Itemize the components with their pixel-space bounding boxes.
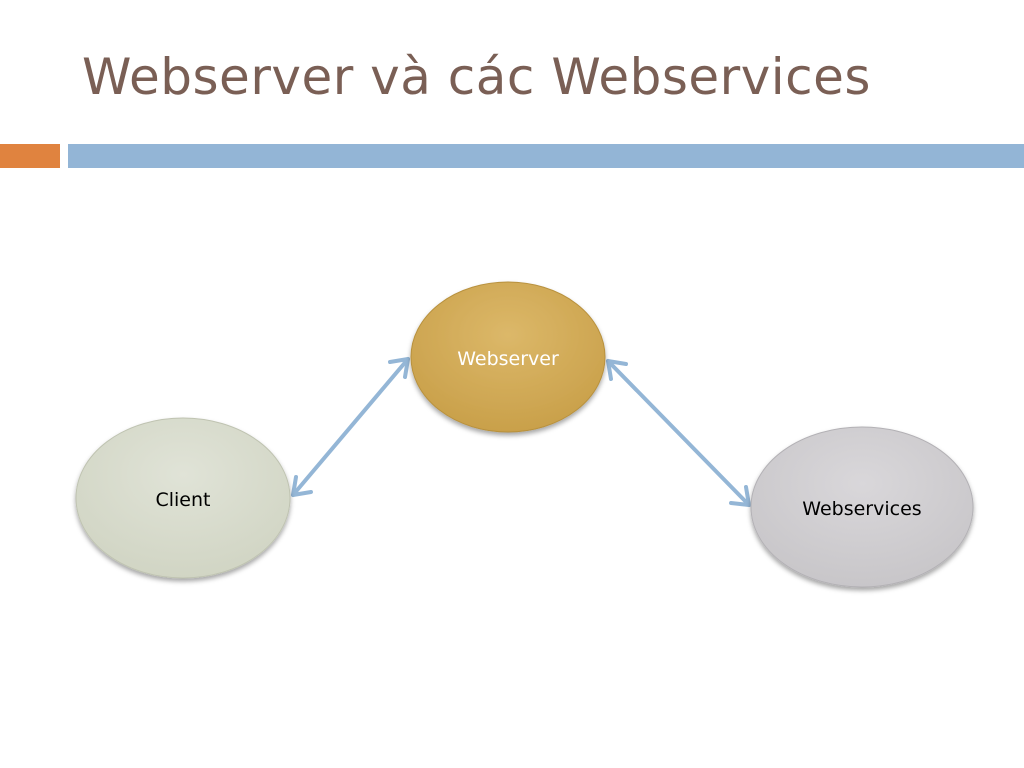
arrowhead-to-webserver-right	[606, 359, 628, 381]
node-webservices: Webservices	[750, 426, 974, 588]
connector-webserver-webservices	[606, 359, 751, 507]
node-webservices-label: Webservices	[802, 498, 921, 520]
arrowhead-to-client	[291, 475, 313, 497]
node-webserver-label: Webserver	[457, 348, 559, 370]
node-webserver: Webserver	[410, 281, 606, 433]
accent-bar-orange	[0, 144, 60, 168]
accent-bar-blue	[68, 144, 1024, 168]
connector-client-webserver	[291, 357, 410, 497]
slide-title: Webserver và các Webservices	[82, 48, 871, 106]
node-client-label: Client	[155, 489, 210, 511]
arrowhead-to-webservices	[729, 485, 751, 507]
node-client: Client	[75, 417, 291, 579]
arrowhead-to-webserver	[388, 357, 410, 379]
